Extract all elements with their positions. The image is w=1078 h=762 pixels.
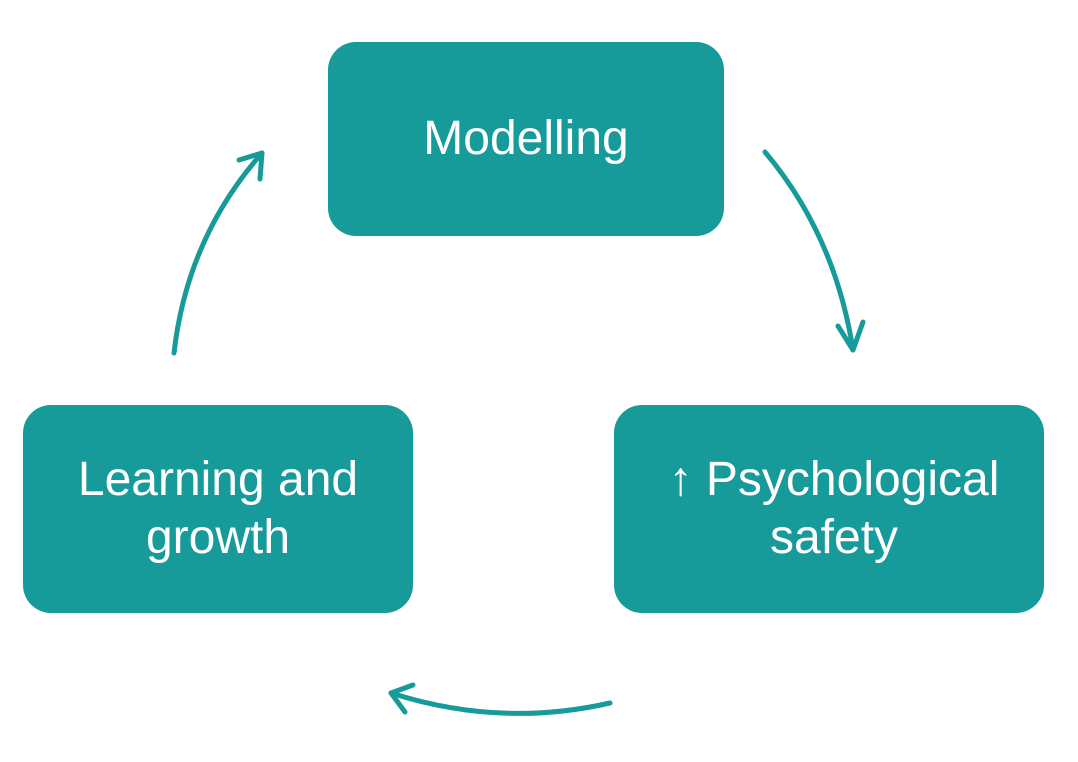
arrow-learning-to-modelling [171, 150, 265, 356]
node-learning-and-growth: Learning and growth [23, 405, 413, 613]
node-psychological-safety-line-2: safety [769, 511, 899, 564]
node-learning-and-growth-line-2: growth [145, 511, 291, 564]
arrow-modelling-to-safety [762, 149, 866, 353]
node-learning-and-growth-line-1: Learning and [77, 453, 359, 507]
arrow-safety-to-learning [388, 682, 613, 716]
node-psychological-safety: ↑ Psychological safety [614, 405, 1044, 613]
node-modelling: Modelling [328, 42, 724, 236]
node-modelling-line-1: Modelling [423, 112, 629, 166]
node-psychological-safety-line-1: ↑ Psychological [668, 453, 1000, 507]
